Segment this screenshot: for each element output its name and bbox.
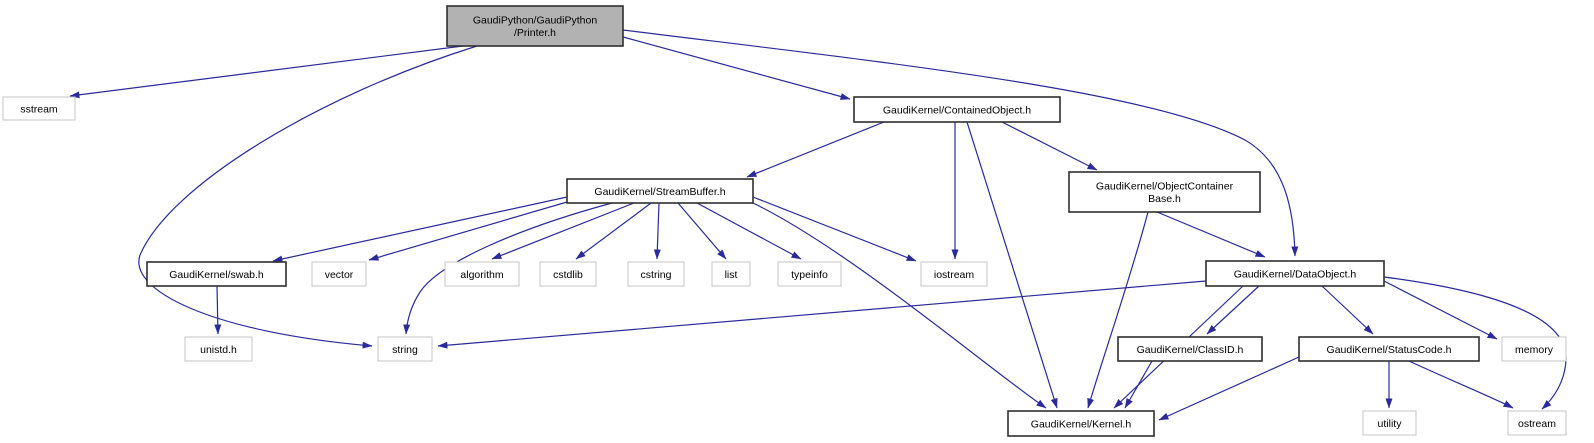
node-contained[interactable]: GaudiKernel/ContainedObject.h: [853, 96, 1061, 123]
node-cstdlib: cstdlib: [539, 261, 597, 287]
node-box-contained[interactable]: [853, 96, 1061, 123]
node-kernel[interactable]: GaudiKernel/Kernel.h: [1007, 410, 1155, 437]
node-box-stream[interactable]: [566, 178, 754, 204]
node-statuscode[interactable]: GaudiKernel/StatusCode.h: [1298, 336, 1480, 362]
node-stream[interactable]: GaudiKernel/StreamBuffer.h: [566, 178, 754, 204]
edge-statuscode-ostream: [1408, 360, 1514, 409]
edge-dataobj-statuscode: [1321, 285, 1374, 335]
node-box-unistd: [184, 336, 253, 362]
node-box-statuscode[interactable]: [1298, 336, 1480, 362]
node-memory: memory: [1501, 336, 1567, 362]
node-dataobj[interactable]: GaudiKernel/DataObject.h: [1205, 260, 1385, 287]
edge-stream-iostream: [752, 196, 917, 262]
node-label-sstream: sstream: [20, 103, 58, 115]
node-utility: utility: [1362, 410, 1417, 436]
edge-objcont-dataobj: [1156, 211, 1266, 258]
edge-stream-cstdlib: [575, 202, 652, 260]
edge-contained-objcont: [1001, 121, 1098, 171]
node-box-sstream: [2, 96, 76, 121]
node-classid[interactable]: GaudiKernel/ClassID.h: [1117, 336, 1263, 362]
edge-stream-kernel: [752, 202, 1047, 409]
node-iostream: iostream: [920, 261, 988, 287]
node-printer: GaudiPython/GaudiPython/Printer.h: [446, 5, 624, 47]
node-box-dataobj[interactable]: [1205, 260, 1385, 287]
node-box-memory: [1501, 336, 1567, 362]
node-box-cstring: [627, 261, 685, 287]
node-box-vector: [311, 261, 367, 287]
edge-dataobj-memory: [1383, 280, 1498, 340]
node-cstring: cstring: [627, 261, 685, 287]
node-label-stream: GaudiKernel/StreamBuffer.h: [594, 186, 725, 198]
node-swab[interactable]: GaudiKernel/swab.h: [146, 261, 287, 287]
edge-stream-swab: [272, 196, 568, 263]
node-box-string: [377, 336, 433, 362]
node-label-classid: GaudiKernel/ClassID.h: [1137, 344, 1244, 356]
edge-printer-string: [138, 45, 478, 349]
node-label-algorithm: algorithm: [460, 269, 503, 281]
node-list: list: [711, 261, 751, 287]
edge-contained-kernel: [966, 121, 1058, 409]
node-label-contained: GaudiKernel/ContainedObject.h: [883, 104, 1031, 116]
node-label-list: list: [725, 269, 738, 281]
node-typeinfo: typeinfo: [777, 261, 842, 287]
node-box-objcont[interactable]: [1068, 171, 1261, 213]
edge-stream-algorithm: [491, 202, 635, 260]
edge-printer-dataobj: [622, 29, 1299, 257]
edge-dataobj-string: [437, 280, 1207, 349]
edge-classid-kernel: [1124, 360, 1153, 409]
node-label-dataobj: GaudiKernel/DataObject.h: [1234, 268, 1357, 280]
edge-printer-sstream: [69, 45, 464, 99]
node-box-printer: [446, 5, 624, 47]
edge-stream-typeinfo: [696, 202, 802, 260]
node-box-classid[interactable]: [1117, 336, 1263, 362]
node-unistd: unistd.h: [184, 336, 253, 362]
node-label-cstring: cstring: [641, 269, 672, 281]
node-box-algorithm: [444, 261, 520, 287]
edge-statuscode-kernel: [1158, 356, 1300, 421]
edge-dataobj-classid: [1206, 285, 1260, 335]
node-label-statuscode: GaudiKernel/StatusCode.h: [1327, 344, 1452, 356]
node-label-ostream: ostream: [1518, 418, 1556, 430]
node-label-kernel: GaudiKernel/Kernel.h: [1031, 418, 1132, 430]
node-box-swab[interactable]: [146, 261, 287, 287]
node-vector: vector: [311, 261, 367, 287]
node-label-swab: GaudiKernel/swab.h: [169, 269, 264, 281]
node-box-kernel[interactable]: [1007, 410, 1155, 437]
node-string: string: [377, 336, 433, 362]
node-label-unistd: unistd.h: [200, 344, 237, 356]
node-label-string: string: [392, 344, 418, 356]
edge-stream-string: [403, 202, 613, 335]
node-box-list: [711, 261, 751, 287]
node-label-cstdlib: cstdlib: [553, 269, 583, 281]
node-box-ostream: [1507, 410, 1567, 436]
node-label-typeinfo: typeinfo: [791, 269, 828, 281]
edge-contained-stream: [746, 121, 885, 178]
edge-objcont-kernel: [1087, 211, 1149, 409]
node-box-typeinfo: [777, 261, 842, 287]
node-box-iostream: [920, 261, 988, 287]
node-label-vector: vector: [325, 269, 354, 281]
node-box-cstdlib: [539, 261, 597, 287]
node-sstream: sstream: [2, 96, 76, 121]
node-algorithm: algorithm: [444, 261, 520, 287]
edge-stream-list: [677, 202, 727, 260]
node-label-iostream: iostream: [934, 269, 975, 281]
node-box-utility: [1362, 410, 1417, 436]
node-label-utility: utility: [1378, 418, 1403, 430]
node-ostream: ostream: [1507, 410, 1567, 436]
node-label-printer: GaudiPython/GaudiPython/Printer.h: [473, 15, 597, 40]
edge-stream-vector: [368, 201, 568, 261]
edge-swab-unistd: [214, 285, 222, 335]
node-label-memory: memory: [1515, 344, 1554, 356]
edge-printer-contained: [622, 36, 851, 100]
edge-stream-cstring: [653, 202, 661, 260]
